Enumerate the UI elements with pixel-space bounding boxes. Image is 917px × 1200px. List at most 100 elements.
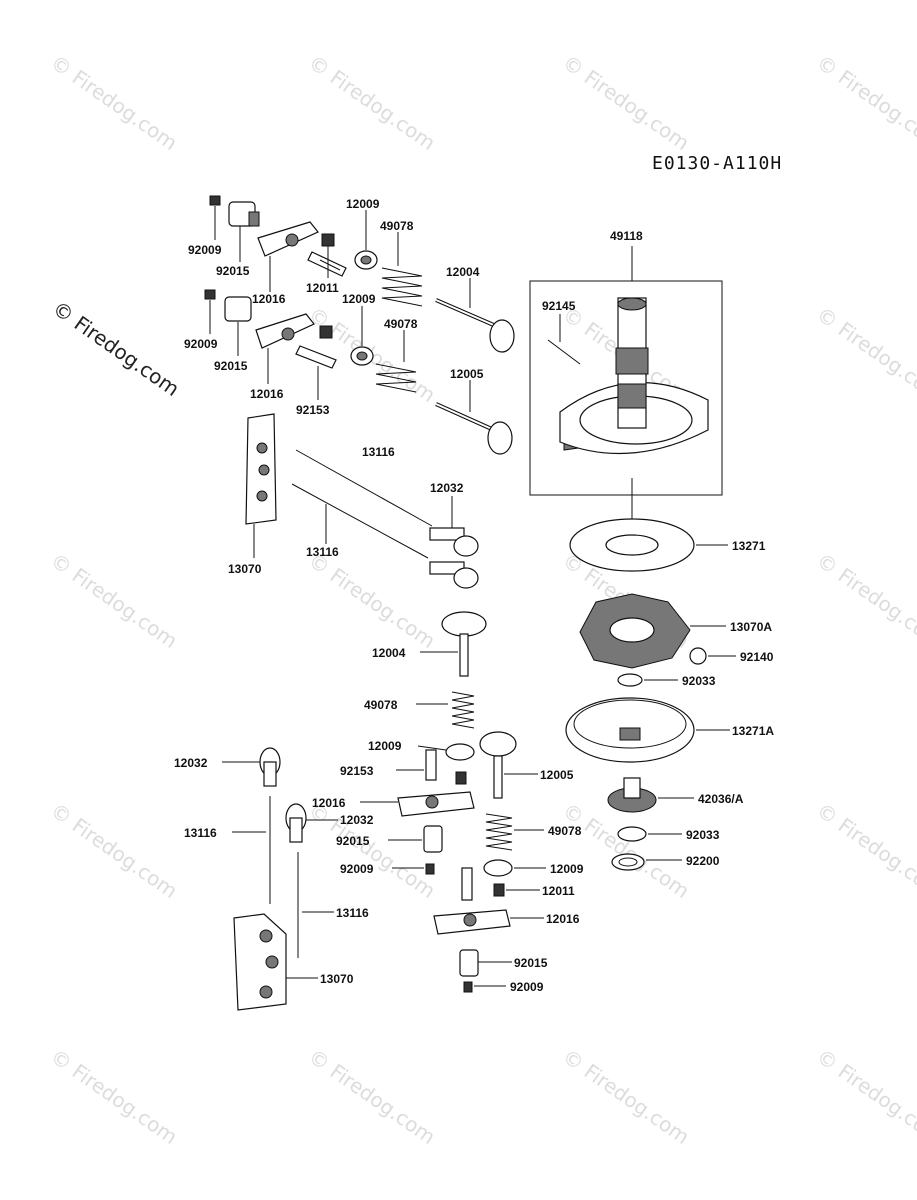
pin-92145: [547, 314, 581, 365]
label-12009: 12009: [342, 292, 376, 306]
rocker-arm-12016-center-a: [360, 791, 475, 817]
label-49078: 49078: [548, 824, 582, 838]
retainer-12009-upper: [354, 210, 378, 270]
tappet-12032-upper: [429, 496, 479, 589]
label-13271A: 13271A: [732, 724, 774, 738]
retainer-12009-lower: [350, 306, 374, 366]
valve-12005-center: [479, 731, 538, 799]
label-12016: 12016: [546, 912, 580, 926]
label-12016: 12016: [312, 796, 346, 810]
nut-92009-center-b: [463, 981, 506, 993]
retainer-12009-center-b: [483, 859, 546, 877]
spring-49078-center-b: [485, 813, 544, 851]
rocker-arm-12016-upper: [257, 221, 319, 292]
label-49078: 49078: [384, 317, 418, 331]
stud-center-b: [461, 867, 473, 901]
valve-12005-upper: [435, 380, 513, 455]
label-13070: 13070: [320, 972, 354, 986]
push-rod-13116-c: [232, 796, 271, 904]
washer-92200: [611, 853, 682, 871]
label-12004: 12004: [446, 265, 480, 279]
sleeve-42036: [607, 777, 694, 813]
label-92009: 92009: [510, 980, 544, 994]
label-49118: 49118: [610, 229, 643, 243]
label-92145: 92145: [542, 299, 576, 313]
label-12032: 12032: [174, 756, 208, 770]
label-92153: 92153: [296, 403, 330, 417]
stud-upper: [307, 251, 347, 277]
valve-12004-upper: [435, 278, 515, 353]
label-49078: 49078: [380, 219, 414, 233]
label-12005: 12005: [450, 367, 484, 381]
push-rod-13116-a: [295, 449, 433, 527]
pivot-92015-upper: [228, 201, 260, 262]
weight-13070A: [579, 593, 726, 669]
diagram-code: E0130-A110H: [652, 153, 783, 174]
washer-13271: [569, 518, 728, 572]
label-12009: 12009: [346, 197, 380, 211]
nut-92009-center-a: [392, 863, 435, 875]
label-92009: 92009: [184, 337, 218, 351]
tappet-12032-lower-a: [222, 747, 281, 787]
rocker-arm-12016-center-b: [433, 909, 544, 935]
cotter-12011-center: [455, 771, 467, 785]
label-49078: 49078: [364, 698, 398, 712]
label-13070: 13070: [228, 562, 262, 576]
label-13070A: 13070A: [730, 620, 772, 634]
label-92015: 92015: [336, 834, 370, 848]
washer-13271A: [565, 697, 730, 763]
retainer-12009-center-a: [417, 743, 475, 761]
pivot-92015-lower: [224, 296, 252, 356]
snap-ring-92033-lower: [617, 826, 682, 842]
camshaft-box: [529, 280, 723, 496]
cotter-12011-center-b: [493, 883, 540, 897]
spring-49078-upper: [381, 232, 423, 307]
label-92009: 92009: [340, 862, 374, 876]
label-12005: 12005: [540, 768, 574, 782]
rocker-arm-12016-lower: [255, 313, 315, 384]
label-12032: 12032: [340, 813, 374, 827]
label-12004: 12004: [372, 646, 406, 660]
spring-49078-lower: [375, 330, 417, 393]
ball-92140: [689, 647, 736, 665]
push-rod-13116-b: [291, 483, 429, 559]
label-12011: 12011: [542, 884, 575, 898]
label-92153: 92153: [340, 764, 374, 778]
pivot-92015-center-b: [459, 949, 512, 977]
stud-92153: [295, 345, 337, 400]
valve-12004-center: [420, 611, 487, 677]
label-92015: 92015: [514, 956, 548, 970]
push-rod-13116-d: [297, 852, 334, 958]
label-92015: 92015: [216, 264, 250, 278]
label-92033: 92033: [686, 828, 720, 842]
label-12016: 12016: [252, 292, 286, 306]
label-92140: 92140: [740, 650, 774, 664]
push-rod-guide-13070-upper: [245, 413, 277, 558]
nut-12011-lower: [319, 325, 333, 339]
pivot-92015-center-a: [388, 825, 443, 853]
tappet-12032-lower-b: [285, 803, 338, 843]
label-92200: 92200: [686, 854, 720, 868]
camshaft-49118: [559, 297, 709, 455]
label-13271: 13271: [732, 539, 766, 553]
stud-92153-center: [396, 749, 437, 781]
label-13116: 13116: [306, 545, 339, 559]
label-12011: 12011: [306, 281, 339, 295]
label-13116: 13116: [362, 445, 395, 459]
label-12016: 12016: [250, 387, 284, 401]
label-13116: 13116: [336, 906, 369, 920]
snap-ring-92033-upper: [617, 673, 678, 687]
label-92009: 92009: [188, 243, 222, 257]
label-12032: 12032: [430, 481, 464, 495]
nut-92009-upper: [209, 195, 221, 240]
nut-92009-lower: [204, 289, 216, 334]
label-92033: 92033: [682, 674, 716, 688]
label-92015: 92015: [214, 359, 248, 373]
label-12009: 12009: [550, 862, 584, 876]
nut-12011-upper: [321, 233, 335, 278]
label-13116: 13116: [184, 826, 217, 840]
spring-49078-center-a: [416, 691, 475, 729]
push-rod-guide-13070-lower: [233, 913, 318, 1011]
